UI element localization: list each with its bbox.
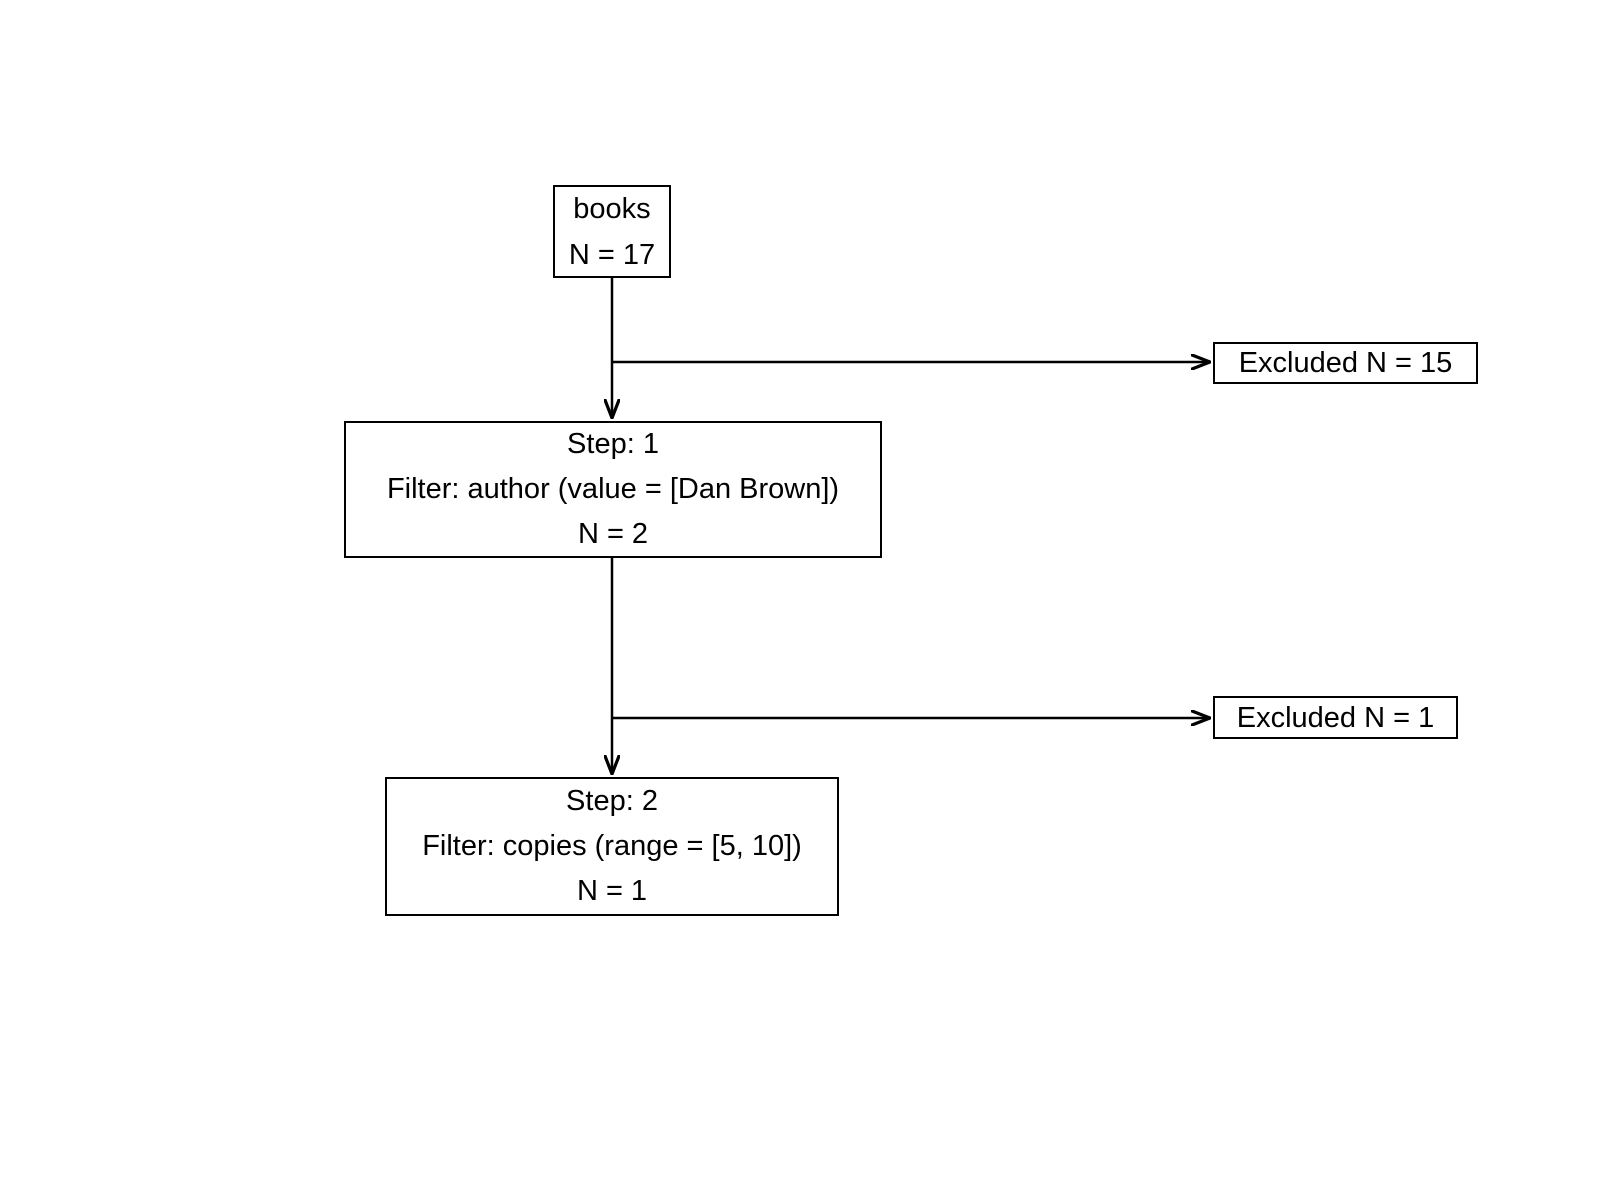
excluded1-node: Excluded N = 15 [1213,342,1478,384]
step1-title: Step: 1 [567,428,659,460]
source-count: N = 17 [568,238,656,271]
excluded1-label: Excluded N = 15 [1238,347,1453,379]
step1-count: N = 2 [577,518,649,550]
excluded2-label: Excluded N = 1 [1236,701,1435,734]
step2-title: Step: 2 [566,785,658,817]
source-name: books [573,192,651,225]
step1-node: Step: 1 Filter: author (value = [Dan Bro… [344,421,882,558]
step2-filter: Filter: copies (range = [5, 10]) [422,830,802,862]
excluded2-node: Excluded N = 1 [1213,696,1458,739]
source-node-books: books N = 17 [553,185,671,278]
step2-node: Step: 2 Filter: copies (range = [5, 10])… [385,777,839,916]
step1-filter: Filter: author (value = [Dan Brown]) [386,473,840,505]
step2-count: N = 1 [576,875,648,907]
